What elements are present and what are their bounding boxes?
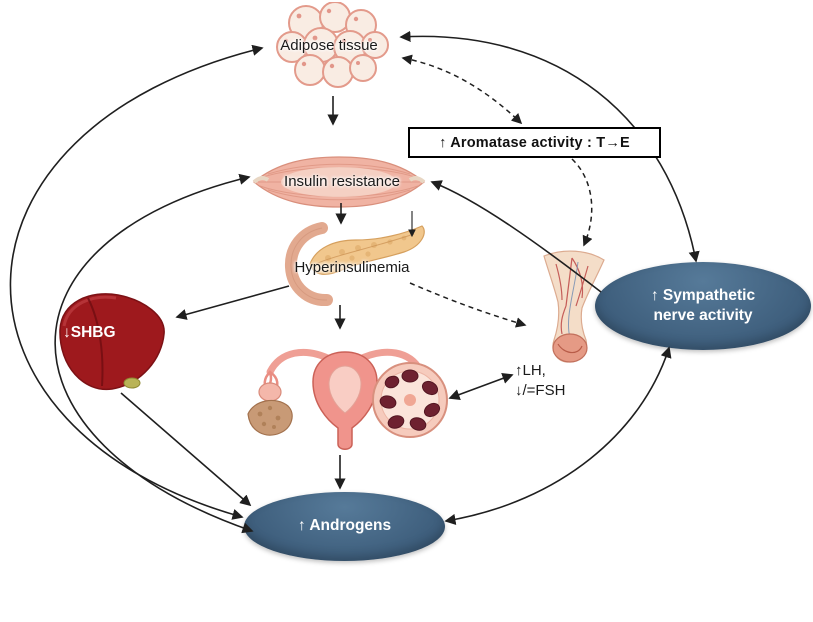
aromatase-activity-label: ↑ Aromatase activity : T→E xyxy=(439,134,630,151)
uterus-ovaries-icon xyxy=(247,348,448,450)
aromatase-activity-box: ↑ Aromatase activity : T→E xyxy=(408,127,661,158)
arrow-liver-to-androgens xyxy=(120,392,252,507)
sympathetic-label-line1: ↑ Sympathetic xyxy=(650,286,756,304)
hyperinsulinemia-label: Hyperinsulinemia xyxy=(294,259,410,276)
arrow-ovary-pituitary-bidirectional xyxy=(448,373,514,400)
sympathetic-nerve-activity-node: ↑ Sympathetic nerve activity xyxy=(595,262,811,350)
arrow-hyperinsulinemia-to-liver xyxy=(175,285,290,320)
muscle-icon xyxy=(252,156,426,208)
gonadotropins-label: ↑LH, ↓/=FSH xyxy=(515,361,595,401)
polycystic-ovary-icon xyxy=(372,362,448,438)
adipose-tissue-icon xyxy=(276,2,389,88)
dashed-arrow-adipose-aromatase-bidirectional xyxy=(401,54,523,125)
fsh-label: ↓/=FSH xyxy=(515,382,566,399)
lh-label: ↑LH, xyxy=(515,362,546,379)
insulin-resistance-label: Insulin resistance xyxy=(284,173,400,190)
arrow-androgens-adipose-bidirectional xyxy=(9,44,264,520)
androgens-node: ↑ Androgens xyxy=(244,492,445,561)
sympathetic-label-line2: nerve activity xyxy=(653,307,753,324)
androgens-label: ↑ Androgens xyxy=(297,517,392,535)
adipose-tissue-label: Adipose tissue xyxy=(280,37,378,54)
dashed-arrow-aromatase-to-pituitary xyxy=(571,158,593,247)
shbg-label: ↓SHBG xyxy=(63,324,116,341)
adrenal-gland-icon xyxy=(247,399,293,436)
